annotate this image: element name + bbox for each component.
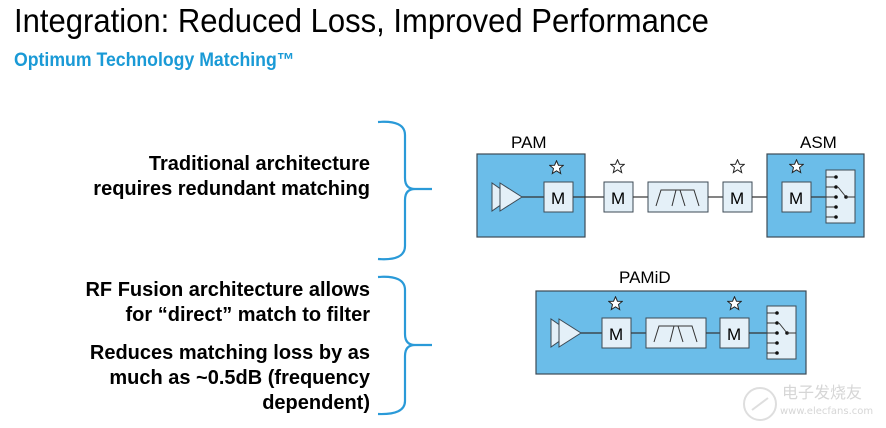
asm-label: ASM: [800, 133, 837, 152]
matching-label: M: [609, 325, 623, 344]
watermark: 电子发烧友 www.elecfans.com: [743, 383, 873, 421]
text-line: requires redundant matching: [93, 178, 370, 200]
filter-icon: [655, 189, 700, 207]
text-line: dependent): [262, 392, 370, 414]
text-line: for “direct” match to filter: [125, 304, 370, 326]
text-line: RF Fusion architecture allows: [85, 279, 370, 301]
star-icon: [610, 159, 625, 173]
matching-block: [601, 317, 632, 349]
filter-icon: [653, 325, 698, 343]
filter-block: [647, 181, 709, 213]
pam-label: PAM: [511, 133, 547, 152]
matching-block: [781, 181, 812, 213]
watermark-url: www.elecfans.com: [780, 406, 873, 417]
text-line: Traditional architecture: [148, 153, 370, 175]
filter-block: [645, 317, 707, 349]
slide-subtitle: Optimum Technology Matching™: [14, 50, 295, 71]
matching-label: M: [611, 189, 625, 208]
star-icon: [730, 159, 745, 173]
antenna-switch-icon: [825, 169, 856, 224]
pamid-label: PAMiD: [619, 268, 671, 287]
matching-label: M: [789, 189, 803, 208]
watermark-logo-icon: [743, 387, 777, 421]
traditional-architecture-text: Traditional architecture requires redund…: [93, 152, 370, 202]
text-line: much as ~0.5dB (frequency: [109, 367, 370, 389]
matching-block: [543, 181, 574, 213]
amplifier-icon: [491, 182, 523, 212]
antenna-switch-icon: [766, 305, 797, 360]
slide-title: Integration: Reduced Loss, Improved Perf…: [14, 2, 709, 39]
amplifier-icon: [550, 318, 582, 348]
text-line: Reduces matching loss by as: [89, 342, 370, 364]
rf-fusion-text: RF Fusion architecture allows for “direc…: [85, 278, 370, 328]
reduces-loss-text: Reduces matching loss by as much as ~0.5…: [90, 341, 370, 416]
matching-block: [603, 181, 634, 213]
matching-label: M: [730, 189, 744, 208]
brace-top: [377, 120, 432, 261]
brace-bottom: [377, 275, 432, 416]
matching-label: M: [551, 189, 565, 208]
matching-label: M: [727, 325, 741, 344]
watermark-cn-text: 电子发烧友: [782, 383, 862, 402]
matching-block: [719, 317, 750, 349]
